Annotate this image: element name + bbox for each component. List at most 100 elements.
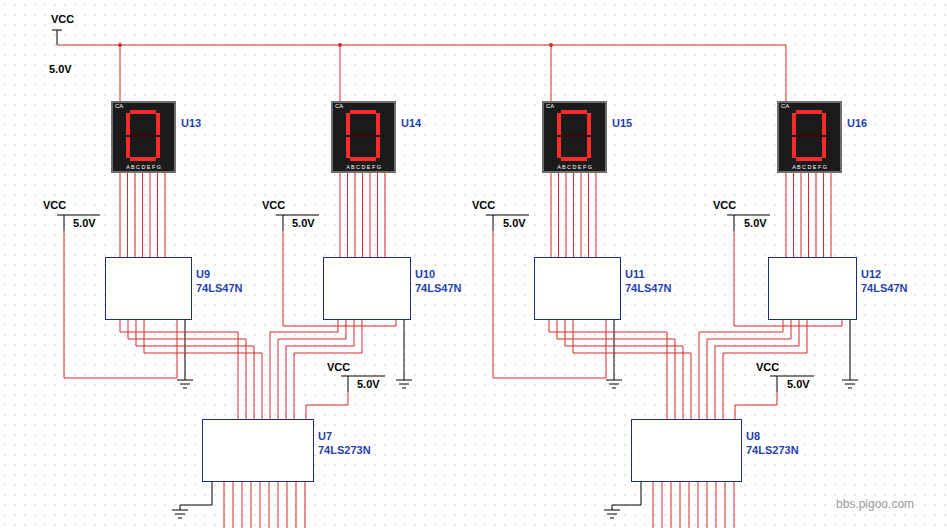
segment (346, 137, 350, 158)
wire (565, 320, 683, 419)
supply-voltage: 5.0V (72, 217, 97, 229)
part-reference: U9 (195, 268, 211, 280)
wire (355, 173, 356, 257)
supply-name: VCC (50, 13, 75, 25)
ic-chip: U1074LS47N (323, 257, 411, 320)
pin-labels: A B C D E F G (544, 165, 605, 171)
pin-labels: A B C D E F G (333, 165, 394, 171)
part-number: 74LS47N (414, 282, 462, 294)
segment (350, 110, 376, 114)
wire (581, 173, 582, 257)
segment (792, 137, 796, 158)
wire (340, 173, 341, 257)
segment (130, 110, 156, 114)
wire (557, 320, 675, 419)
segment (350, 157, 376, 161)
vcc-wire (306, 392, 777, 419)
watermark: bbs.pigoo.com (836, 498, 914, 511)
segment (796, 110, 822, 114)
segment (376, 113, 380, 135)
segment (350, 134, 376, 137)
segment (822, 113, 826, 135)
pin-label: CA (781, 103, 789, 110)
wire (723, 320, 807, 419)
wire (566, 173, 567, 257)
part-reference: U7 (317, 430, 333, 442)
wire (551, 173, 552, 257)
vcc-symbol (341, 376, 814, 392)
segment (561, 157, 587, 161)
wire (135, 173, 136, 257)
segment (557, 113, 561, 135)
supply-voltage: 5.0V (48, 63, 73, 75)
part-number: 74LS273N (317, 444, 372, 456)
part-number: 74LS47N (624, 282, 672, 294)
segment (346, 113, 350, 135)
pin-labels: A B C D E F G (779, 165, 840, 171)
wire (136, 320, 254, 419)
part-reference: U13 (180, 117, 202, 129)
wire (588, 173, 589, 257)
wire (144, 320, 262, 419)
supply-voltage: 5.0V (356, 378, 381, 390)
wire (362, 173, 363, 257)
wire (128, 320, 246, 419)
supply-name: VCC (326, 361, 351, 373)
wire (715, 320, 799, 419)
segment (587, 137, 591, 158)
supply-voltage: 5.0V (502, 217, 527, 229)
wire (150, 173, 151, 257)
part-reference: U8 (745, 430, 761, 442)
supply-name: VCC (755, 361, 780, 373)
vcc-rail-wire (57, 45, 786, 101)
supply-name: VCC (712, 199, 737, 211)
wire (120, 320, 238, 419)
ic-chip: U1274LS47N (768, 257, 857, 320)
pin-label: CA (546, 103, 554, 110)
wire (573, 320, 691, 419)
segment (130, 134, 156, 137)
wire (127, 173, 128, 257)
seven-segment-display: U14CAA B C D E F G (331, 101, 396, 173)
wire (831, 173, 832, 257)
wire (573, 173, 574, 257)
wire (793, 173, 794, 257)
supply-voltage: 5.0V (291, 217, 316, 229)
digit-segments (113, 103, 174, 171)
seven-segment-display: U13CAA B C D E F G (111, 101, 176, 173)
seven-segment-display: U16CAA B C D E F G (777, 101, 842, 173)
wire (347, 173, 348, 257)
segment (130, 157, 156, 161)
digit-segments (544, 103, 605, 171)
pin-label: CA (335, 103, 343, 110)
wire (286, 320, 354, 419)
vcc-symbol (52, 30, 62, 45)
wire (707, 320, 791, 419)
segment (796, 157, 822, 161)
junction-dots (118, 43, 553, 47)
vcc-symbol (57, 215, 770, 231)
ic-chip: U974LS47N (105, 257, 192, 320)
part-reference: U10 (414, 268, 436, 280)
segment (376, 137, 380, 158)
part-number: 74LS47N (195, 282, 243, 294)
pin-label: CA (115, 103, 123, 110)
wire (157, 173, 158, 257)
wire (370, 173, 371, 257)
part-number: 74LS273N (745, 444, 800, 456)
supply-voltage: 5.0V (786, 378, 811, 390)
wire (294, 320, 362, 419)
wire (377, 173, 378, 257)
part-reference: U14 (400, 117, 422, 129)
supply-name: VCC (261, 199, 286, 211)
segment (792, 113, 796, 135)
part-reference: U11 (624, 268, 646, 280)
part-number: 74LS47N (860, 282, 908, 294)
wire (786, 173, 787, 257)
wire (596, 173, 597, 257)
supply-voltage: 5.0V (743, 217, 768, 229)
output-wire (224, 482, 734, 528)
